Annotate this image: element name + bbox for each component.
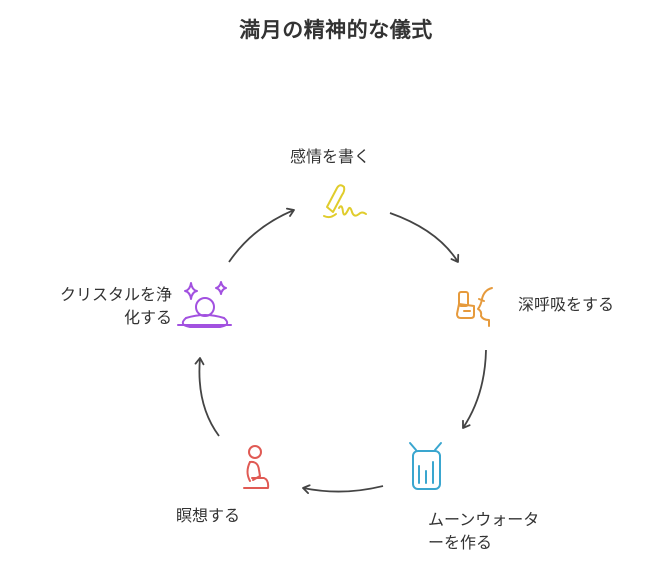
arrow-crystal-to-write xyxy=(228,207,295,263)
arrow-breathe-to-water xyxy=(462,349,487,429)
step-label-meditate: 瞑想する xyxy=(176,506,241,525)
pen-writing-icon xyxy=(323,184,367,219)
step-label-deep-breath: 深呼吸をする xyxy=(518,295,615,314)
step-label-make-moon-water: ムーンウォータ ーを作る xyxy=(428,510,540,552)
water-jar-icon xyxy=(409,442,442,490)
breathing-inhaler-icon xyxy=(456,287,493,327)
step-label-write-feelings: 感情を書く xyxy=(290,147,371,166)
step-label-cleanse-crystals: クリスタルを浄 化する xyxy=(59,285,172,327)
diagram-title: 満月の精神的な儀式 xyxy=(239,18,433,42)
crystal-meditation-icon xyxy=(177,281,232,328)
arrow-write-to-breathe xyxy=(389,212,460,263)
kneeling-meditation-icon xyxy=(243,445,270,489)
arrow-water-to-meditate xyxy=(302,484,384,494)
arrow-meditate-to-crystal xyxy=(194,357,220,437)
